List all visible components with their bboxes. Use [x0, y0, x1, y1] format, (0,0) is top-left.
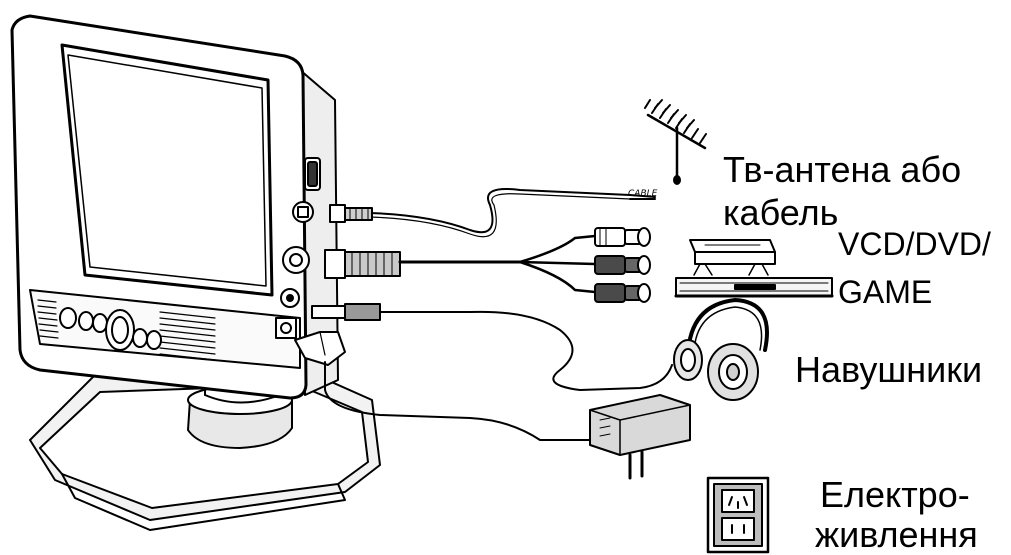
rca-plug-middle	[594, 255, 651, 275]
antenna-cable	[329, 188, 656, 238]
antenna-icon	[644, 99, 707, 185]
headphone-cable	[311, 303, 673, 391]
headphones-label: Навушники	[795, 349, 983, 390]
dvd-player-icon	[689, 239, 776, 276]
cable-tag: CABLE	[628, 189, 658, 199]
side-connector-panel	[275, 157, 321, 339]
power-label-line2: живлення	[815, 514, 978, 555]
rca-plug-bottom	[594, 283, 651, 303]
power-cable	[294, 331, 591, 441]
wall-outlet-icon	[706, 476, 770, 554]
game-console-icon	[674, 277, 834, 298]
power-label-line1: Електро-	[820, 474, 970, 515]
antenna-label-line1: Тв-антена або	[723, 149, 962, 190]
front-buttons	[59, 307, 162, 351]
power-adapter-icon	[589, 394, 691, 480]
player-label-line2: GAME	[838, 274, 933, 310]
antenna-label-line2: кабель	[723, 192, 839, 233]
speaker-grille-right	[159, 311, 216, 361]
player-label-line1: VCD/DVD/	[838, 226, 991, 262]
av-cable	[324, 227, 651, 303]
headphones-icon	[673, 298, 769, 401]
rca-plug-top	[594, 227, 651, 247]
lcd-monitor	[10, 14, 339, 400]
speaker-grille-left	[37, 299, 59, 339]
